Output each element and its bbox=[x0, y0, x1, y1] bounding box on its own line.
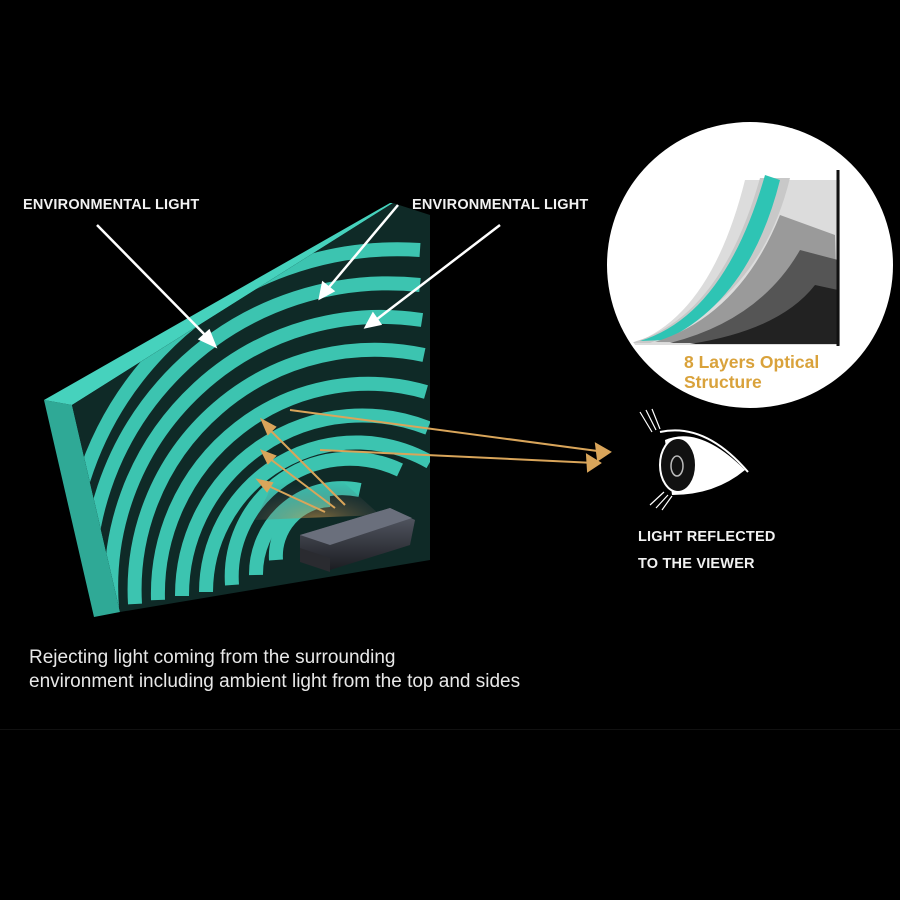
caption-line1: Rejecting light coming from the surround… bbox=[29, 647, 396, 668]
projector-icon bbox=[300, 508, 415, 572]
optical-layers-inset bbox=[607, 122, 893, 408]
environmental-light-arrows bbox=[96, 204, 501, 349]
divider bbox=[0, 729, 900, 730]
light-reflected-label: LIGHT REFLECTED bbox=[638, 529, 776, 545]
caption-line2: environment including ambient light from… bbox=[29, 671, 521, 692]
eye-icon bbox=[639, 408, 749, 511]
optical-structure-label: 8 Layers Optical Structure bbox=[684, 352, 819, 392]
optical-structure-line2: Structure bbox=[684, 372, 762, 392]
environmental-light-label-right: ENVIRONMENTAL LIGHT bbox=[412, 197, 589, 213]
optical-structure-line1: 8 Layers Optical bbox=[684, 352, 820, 372]
description-caption: Rejecting light coming from the surround… bbox=[29, 646, 520, 694]
projector-light-arrows bbox=[255, 409, 612, 513]
to-the-viewer-label: TO THE VIEWER bbox=[638, 556, 755, 572]
environmental-light-label-left: ENVIRONMENTAL LIGHT bbox=[23, 197, 200, 213]
